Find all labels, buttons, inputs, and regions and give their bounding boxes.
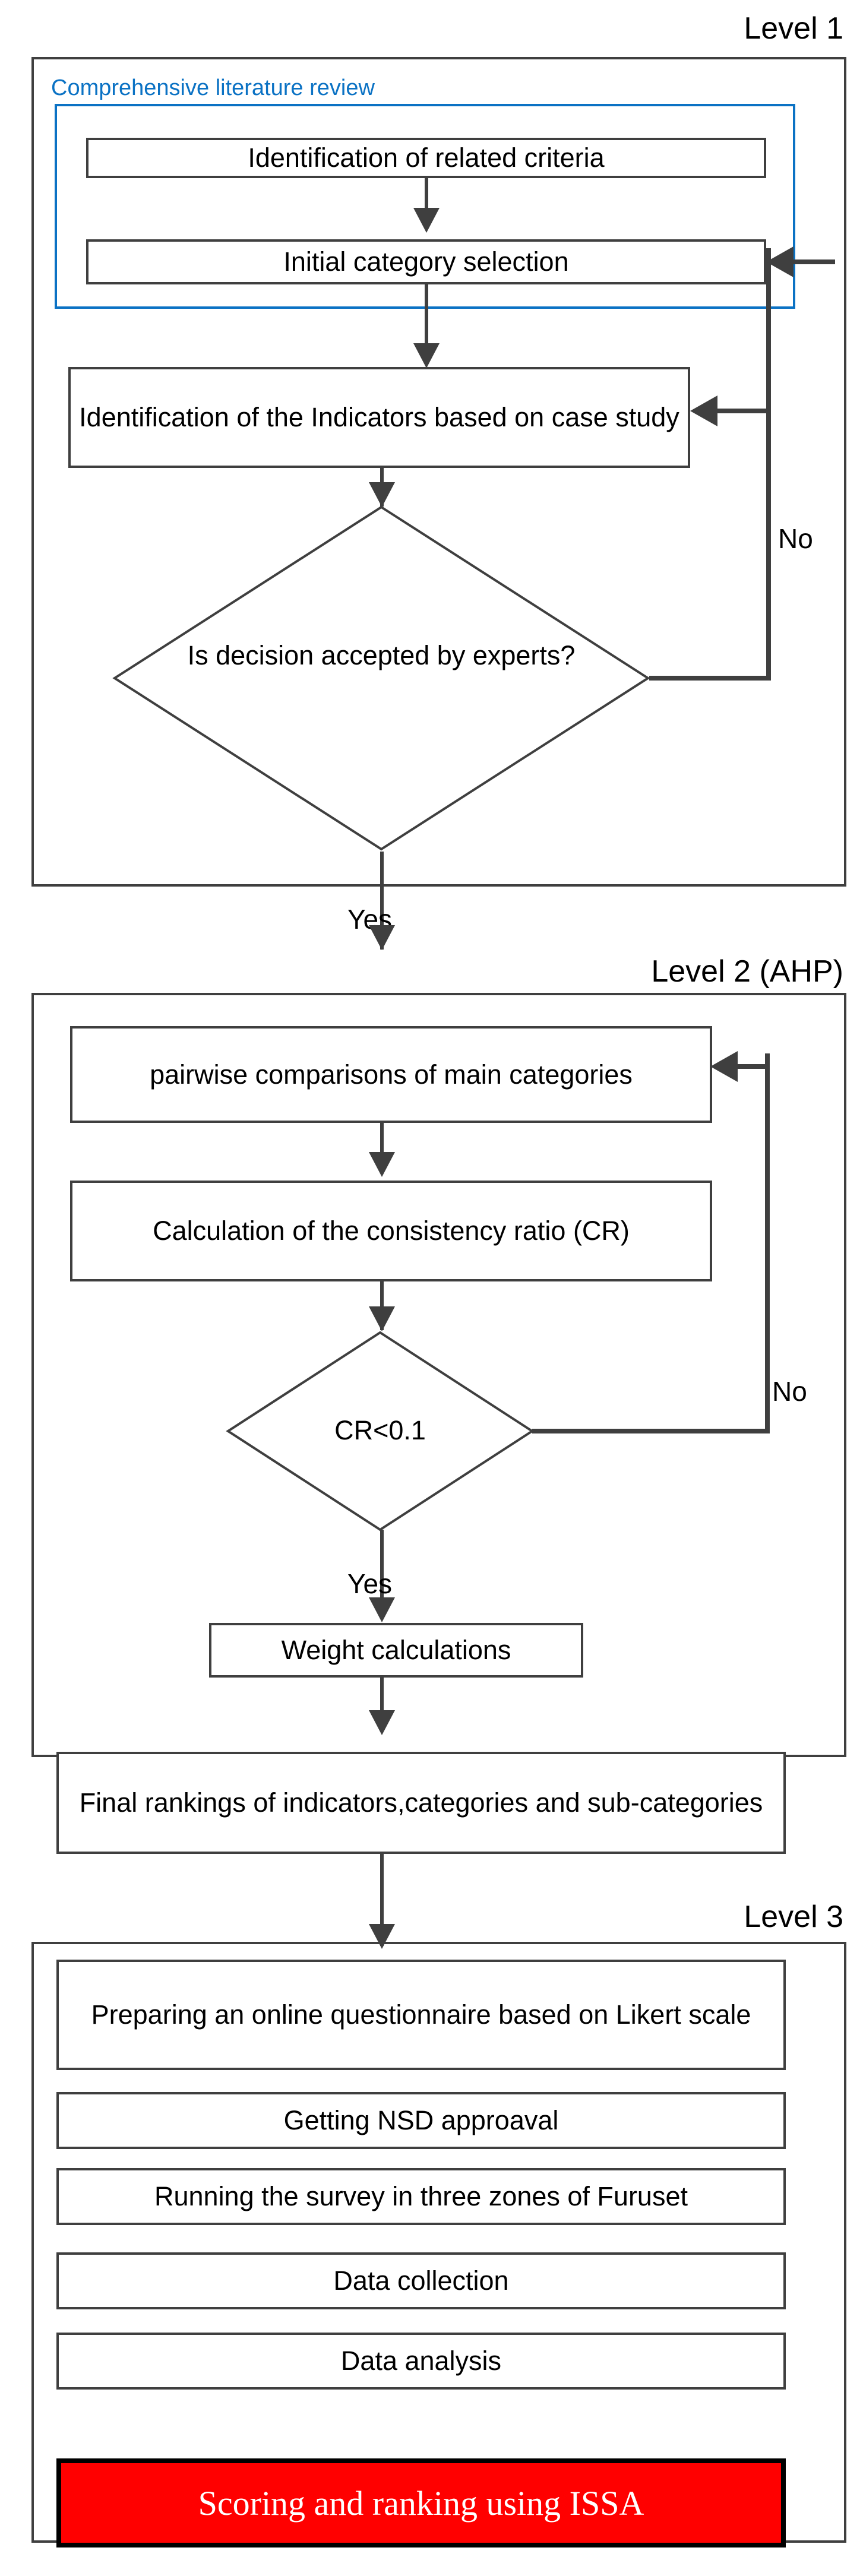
loop-no-level2-horizontal: [532, 1429, 770, 1433]
loop-no-level2-vertical: [765, 1053, 770, 1431]
arrowhead-n5-n6: [369, 1152, 395, 1177]
arrowhead-loop-into-n3: [690, 395, 717, 426]
decision-label: Is decision accepted by experts?: [187, 640, 576, 670]
node-final-rankings[interactable]: Final rankings of indicators,categories …: [56, 1752, 786, 1854]
edge-label-yes-level2: Yes: [347, 1568, 393, 1599]
decision-cr-threshold[interactable]: CR<0.1: [226, 1330, 535, 1532]
arrowhead-decision2-to-n8: [369, 1597, 395, 1622]
node-identification-of-indicators[interactable]: Identification of the Indicators based o…: [68, 367, 690, 468]
arrowhead-n3-decision: [369, 482, 395, 507]
node-scoring-ranking-issa[interactable]: Scoring and ranking using ISSA: [56, 2458, 786, 2547]
arrowhead-loop-into-n5: [710, 1051, 738, 1082]
node-identification-of-related-criteria[interactable]: Identification of related criteria: [86, 138, 766, 178]
loop-no-level2-into-n5: [736, 1064, 770, 1069]
arrowhead-n6-decision2: [369, 1306, 395, 1331]
loop-no-level1-into-n2: [794, 260, 835, 264]
diamond-shape: [112, 505, 650, 851]
connector-n5-n6: [380, 1123, 384, 1166]
edge-label-no-level1: No: [778, 523, 813, 554]
node-getting-nsd-approval[interactable]: Getting NSD approaval: [56, 2092, 786, 2149]
loop-no-level1-into-n3: [717, 409, 770, 413]
level-3-label: Level 3: [744, 1900, 843, 1934]
arrowhead-n8-n9: [369, 1710, 395, 1735]
node-initial-category-selection[interactable]: Initial category selection: [86, 239, 766, 284]
arrowhead-loop-into-n2: [766, 246, 794, 277]
connector-decision2-yes: [380, 1530, 384, 1619]
arrowhead-level1-to-level2: [369, 925, 395, 950]
connector-n2-n3: [425, 284, 428, 347]
arrowhead-n2-n3: [413, 343, 440, 368]
node-data-collection[interactable]: Data collection: [56, 2252, 786, 2309]
arrowhead-level2-to-level3: [369, 1924, 395, 1949]
node-running-survey-furuset[interactable]: Running the survey in three zones of Fur…: [56, 2168, 786, 2225]
node-weight-calculations-visible[interactable]: Weight calculations: [209, 1623, 583, 1678]
node-calculation-consistency-ratio[interactable]: Calculation of the consistency ratio (CR…: [70, 1181, 712, 1281]
comprehensive-literature-review-label: Comprehensive literature review: [51, 75, 375, 100]
level-2-label: Level 2 (AHP): [651, 954, 843, 989]
loop-no-level1-vertical: [766, 248, 771, 678]
decision-is-decision-accepted-by-experts[interactable]: Is decision accepted by experts?: [112, 505, 650, 852]
connector-n8-n9: [380, 1678, 384, 1724]
node-data-analysis[interactable]: Data analysis: [56, 2333, 786, 2390]
level-1-label: Level 1: [744, 11, 843, 46]
decision-cr-label: CR<0.1: [334, 1415, 426, 1445]
node-preparing-online-questionnaire[interactable]: Preparing an online questionnaire based …: [56, 1960, 786, 2070]
node-pairwise-comparisons[interactable]: pairwise comparisons of main categories: [70, 1026, 712, 1123]
connector-n6-decision2: [380, 1281, 384, 1330]
edge-label-no-level2: No: [772, 1376, 807, 1407]
arrowhead-n1-n2: [413, 208, 440, 233]
connector-level2-to-level3: [380, 1854, 384, 1946]
loop-no-level1-horizontal-from-decision: [649, 676, 771, 681]
connector-decision1-yes: [380, 852, 384, 950]
level-1-container: [31, 57, 846, 887]
connector-n1-n2: [425, 178, 428, 214]
